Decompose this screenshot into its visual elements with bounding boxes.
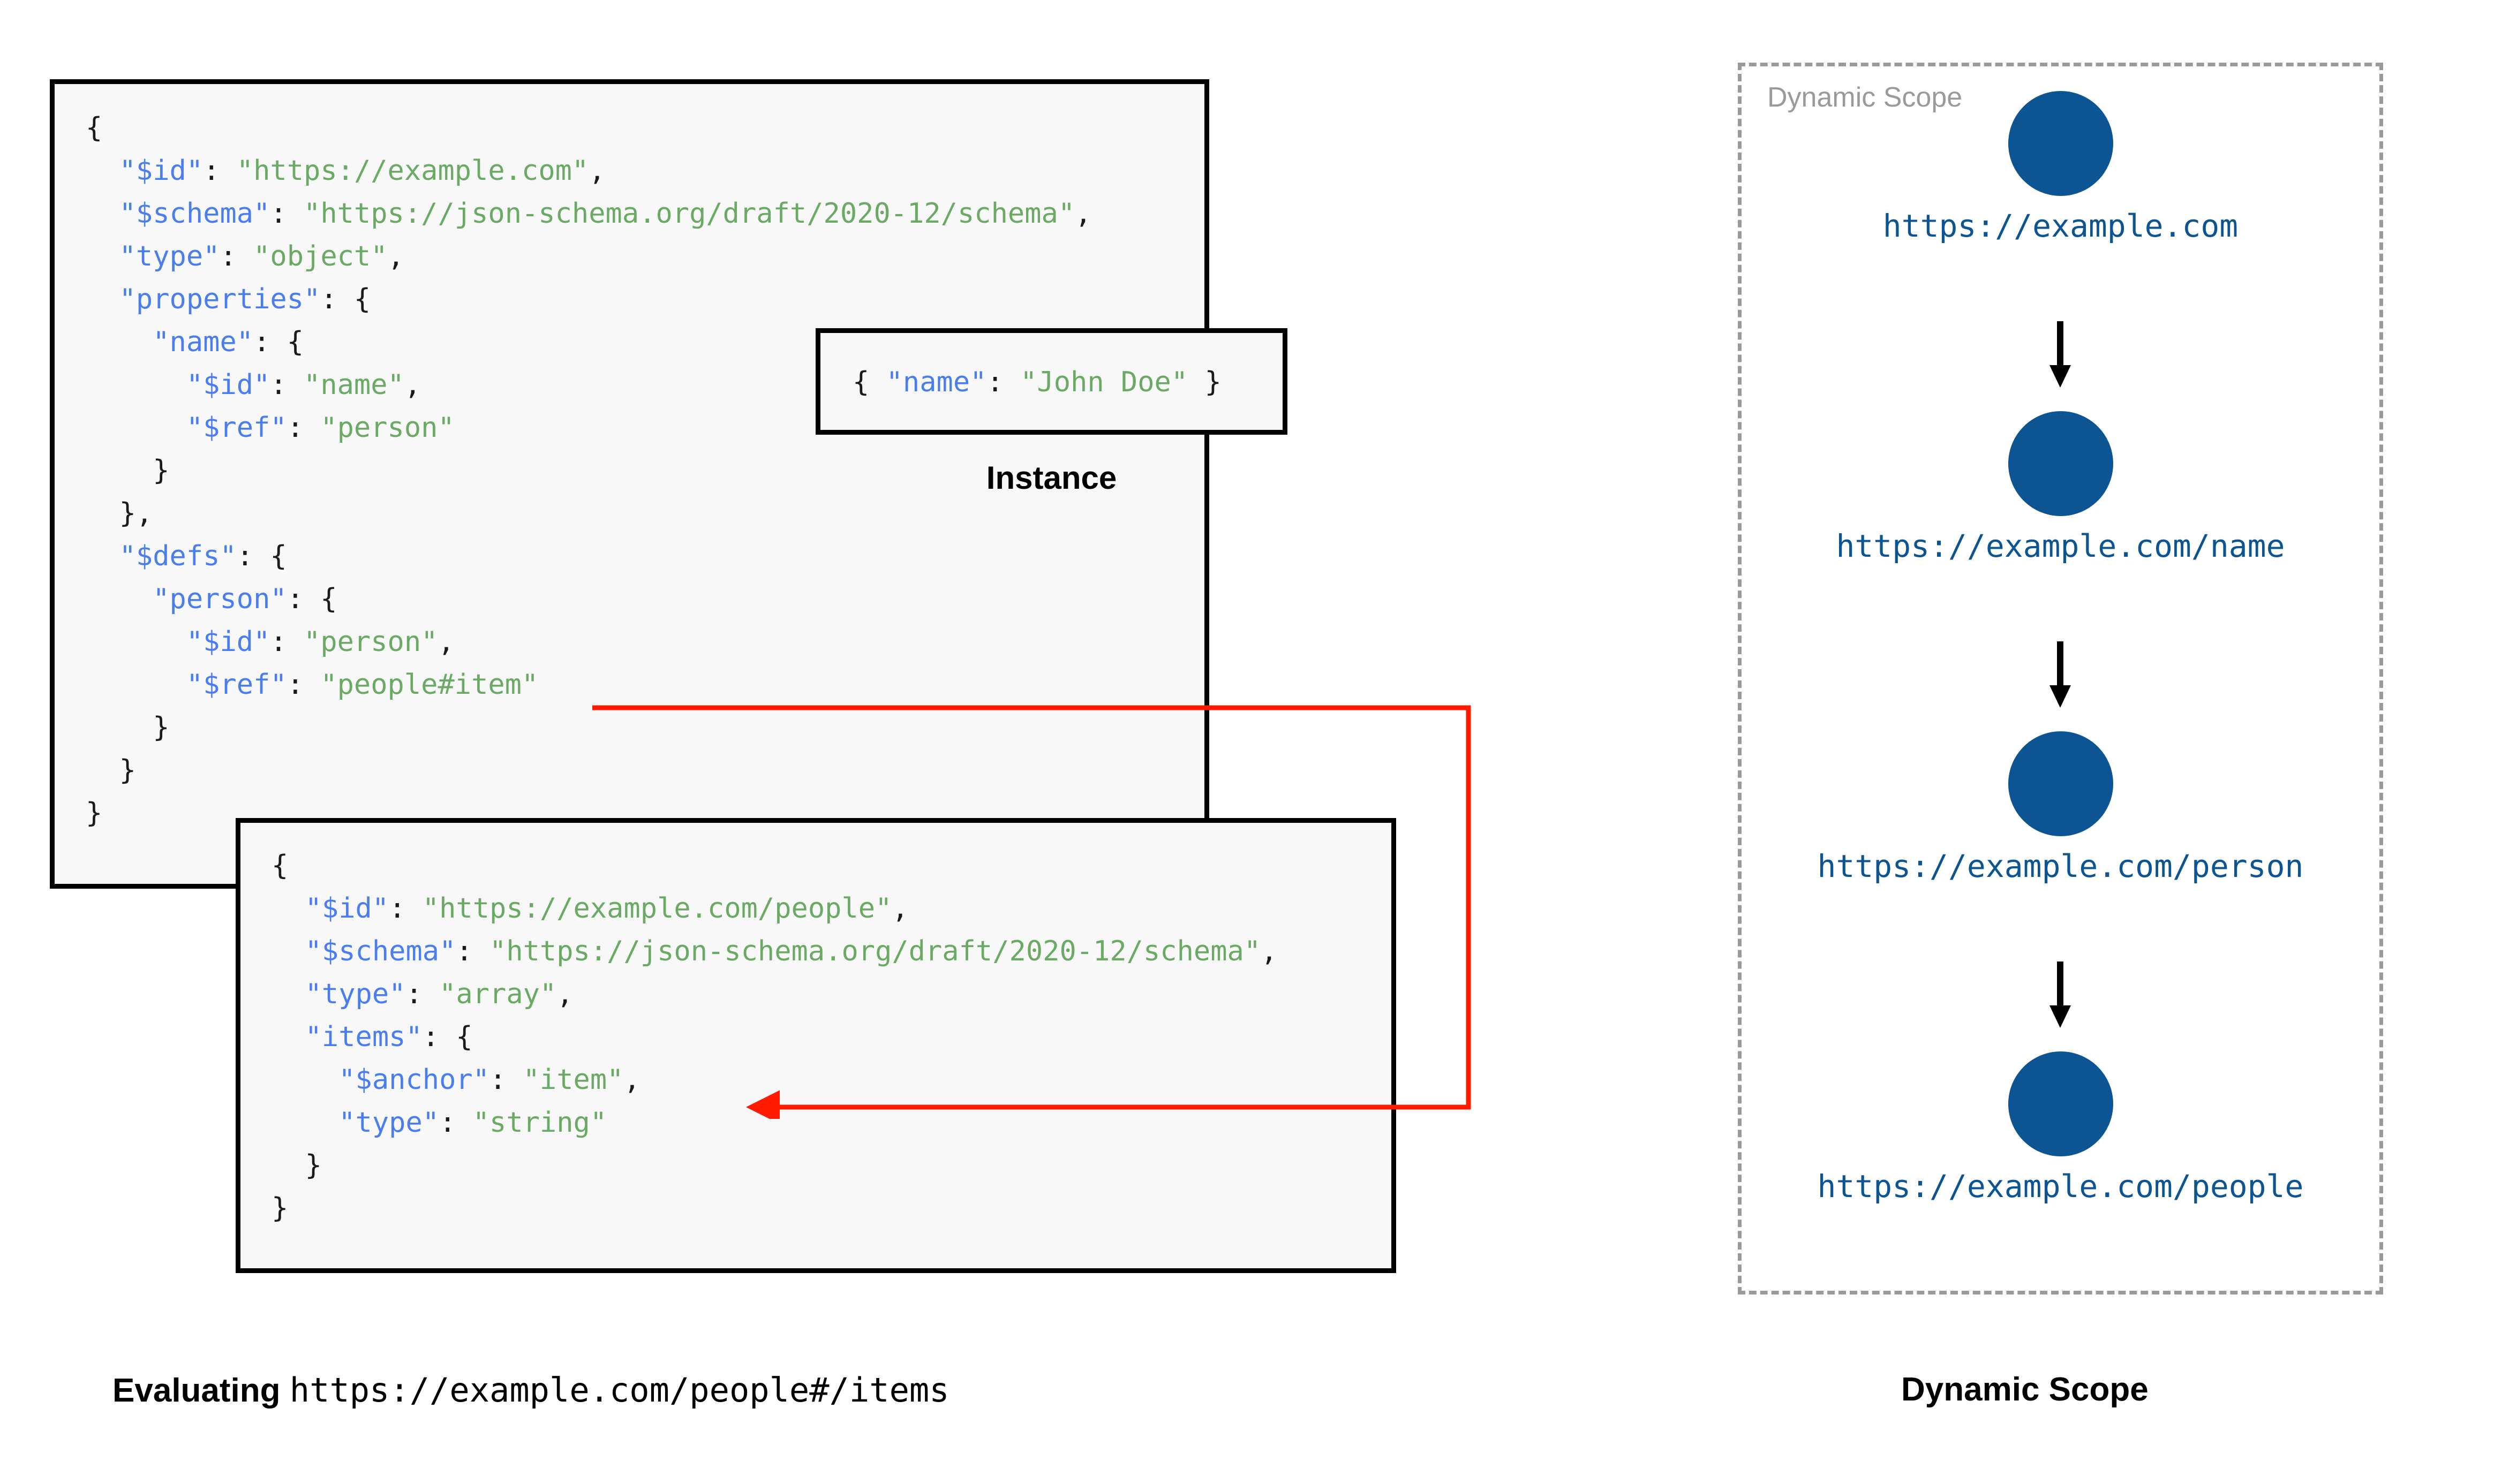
dynamic-scope-panel-label: Dynamic Scope [1767, 82, 1963, 113]
scope-node-url-3: https://example.com/people [1817, 1168, 2304, 1205]
scope-node-3: https://example.com/people [1738, 1051, 2383, 1205]
scope-node-0: https://example.com [1738, 91, 2383, 244]
scope-node-circle-3 [2008, 1051, 2113, 1156]
dynamic-scope-caption: Dynamic Scope [1901, 1371, 2149, 1408]
instance-code: { "name": "John Doe" } [853, 366, 1222, 398]
scope-node-url-0: https://example.com [1882, 208, 2239, 244]
scope-node-url-2: https://example.com/person [1817, 848, 2304, 884]
scope-node-1: https://example.com/name [1738, 411, 2383, 564]
scope-node-url-1: https://example.com/name [1836, 528, 2285, 564]
evaluating-caption-uri: https://example.com/people#/items [289, 1371, 949, 1410]
scope-node-circle-0 [2008, 91, 2113, 196]
scope-arrow-0 [2049, 321, 2071, 388]
scope-arrow-1 [2049, 641, 2071, 708]
evaluating-caption: Evaluating https://example.com/people#/i… [112, 1371, 949, 1410]
instance-box: { "name": "John Doe" } [816, 328, 1287, 435]
evaluating-caption-bold: Evaluating [112, 1372, 281, 1409]
people-schema-box: { "$id": "https://example.com/people", "… [236, 818, 1396, 1273]
scope-node-circle-1 [2008, 411, 2113, 516]
instance-caption: Instance [986, 460, 1117, 496]
scope-node-2: https://example.com/person [1738, 731, 2383, 884]
root-schema-code: { "$id": "https://example.com", "$schema… [86, 112, 1092, 829]
scope-arrow-2 [2049, 961, 2071, 1028]
scope-node-circle-2 [2008, 731, 2113, 836]
people-schema-code: { "$id": "https://example.com/people", "… [272, 850, 1278, 1224]
